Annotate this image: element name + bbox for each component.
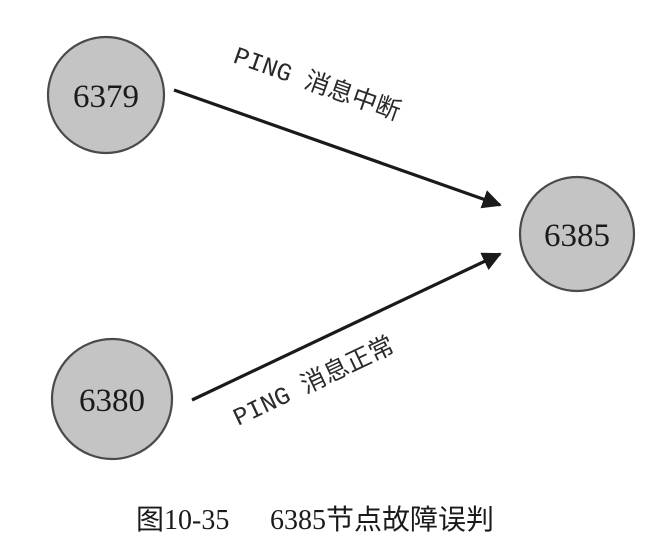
caption-figure-number: 图10-35 <box>136 505 229 536</box>
node-6380-circle <box>50 337 174 461</box>
node-6380: 6380 <box>50 337 174 461</box>
node-6379: 6379 <box>46 35 166 155</box>
node-6380-label: 6380 <box>79 383 145 419</box>
figure-caption: 图10-35 6385节点故障误判 <box>136 504 494 536</box>
node-6379-circle <box>46 35 166 155</box>
edge-6379-to-6385: PING 消息中断 <box>173 41 502 209</box>
node-6385-label: 6385 <box>544 218 610 254</box>
arrow-6380-to-6385 <box>191 252 502 402</box>
node-6385-circle <box>518 175 636 293</box>
edge-label-ping-normal: PING 消息正常 <box>229 331 400 433</box>
node-6385: 6385 <box>518 175 636 293</box>
arrow-6379-to-6385 <box>173 88 502 209</box>
edge-6380-to-6385: PING 消息正常 <box>191 252 502 433</box>
caption-text: 6385节点故障误判 <box>270 504 494 536</box>
node-6379-label: 6379 <box>73 79 139 115</box>
edge-label-ping-interrupted: PING 消息中断 <box>229 41 404 128</box>
